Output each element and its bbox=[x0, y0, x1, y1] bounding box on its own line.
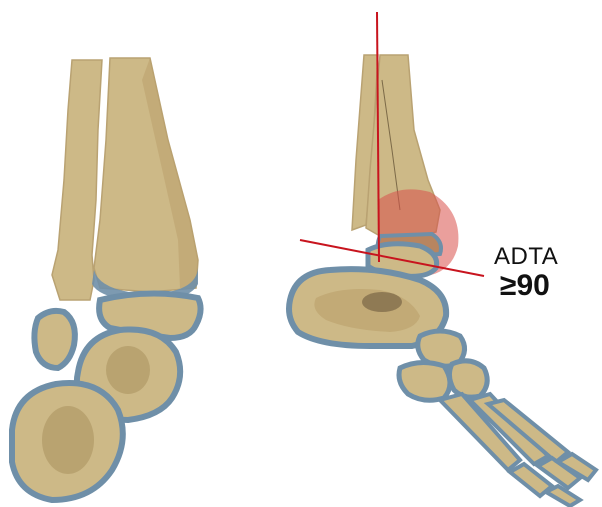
angle-abbreviation: ADTA bbox=[494, 244, 584, 270]
calcaneus-ossification bbox=[42, 406, 94, 474]
anterior-view bbox=[12, 40, 201, 500]
cuneiform bbox=[449, 361, 487, 397]
talus-ossification bbox=[106, 346, 150, 394]
angle-annotation: ADTA ≥90 bbox=[494, 244, 584, 302]
angle-value: ≥90 bbox=[500, 270, 584, 302]
phalanx-4 bbox=[546, 486, 580, 506]
cuboid bbox=[399, 362, 450, 400]
fibula-epiphysis bbox=[34, 311, 74, 368]
lateral-calcaneus-ossification bbox=[362, 292, 402, 312]
